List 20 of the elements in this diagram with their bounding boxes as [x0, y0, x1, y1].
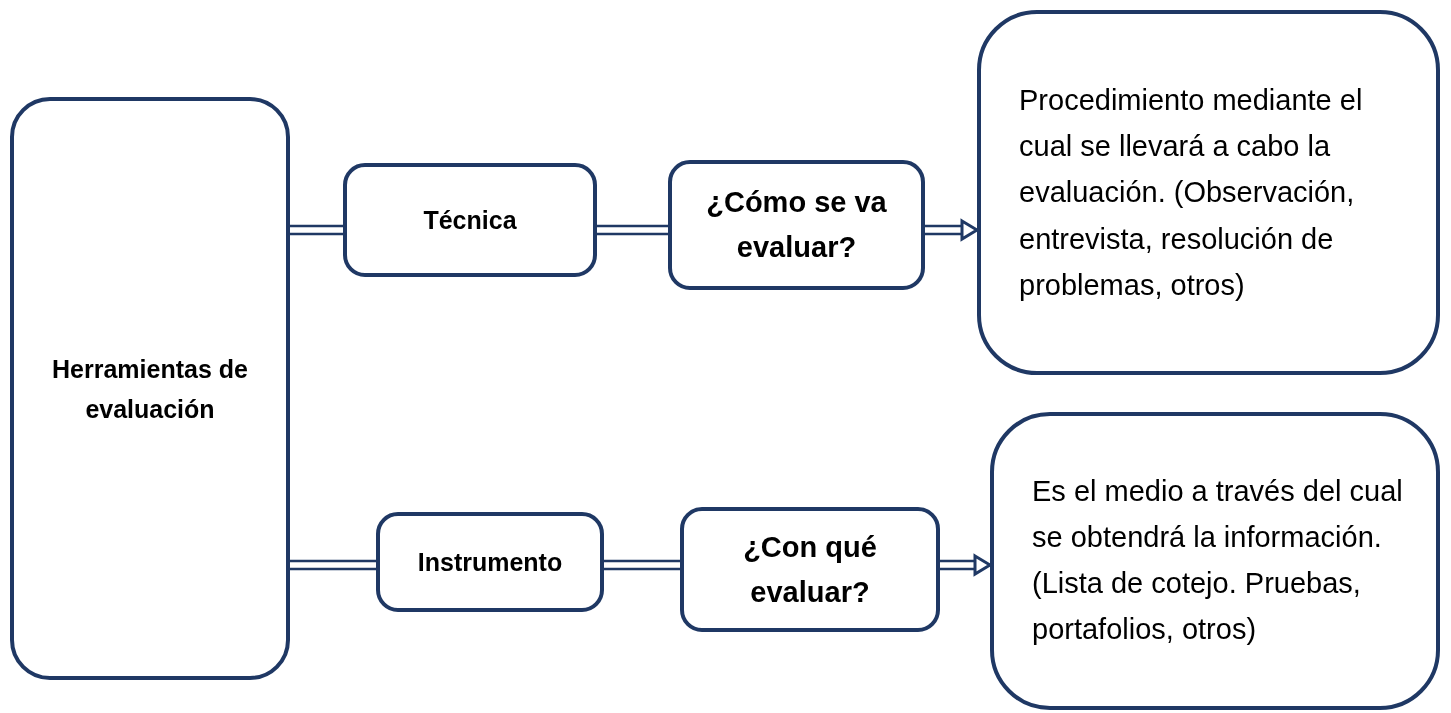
- description-text: Es el medio a través del cual se obtendrá la información. (Lista de cotejo. Pruebas, portafolios, otros): [1032, 474, 1404, 647]
- double-arrow: [923, 219, 979, 241]
- rounded-box: [680, 507, 940, 632]
- double-line: [595, 224, 670, 236]
- rounded-box: [977, 10, 1440, 375]
- rounded-box: [10, 97, 290, 680]
- description-text: Procedimiento mediante el cual se llevará a cabo la evaluación. (Observación, entrevista, resolución de problemas, otros): [1019, 82, 1364, 304]
- double-line: [288, 224, 345, 236]
- rounded-box: [990, 412, 1440, 710]
- double-arrow: [938, 554, 992, 576]
- box-label: ¿Cómo se va evaluar?: [705, 185, 888, 265]
- rounded-box: [343, 163, 597, 277]
- double-line: [602, 559, 682, 571]
- box-label: Herramientas de evaluación: [51, 353, 249, 425]
- rounded-box: [376, 512, 604, 612]
- rounded-box: [668, 160, 925, 290]
- box-label: Técnica: [423, 204, 517, 236]
- double-line: [288, 559, 378, 571]
- box-label: ¿Con qué evaluar?: [742, 529, 878, 610]
- box-label: Instrumento: [417, 546, 563, 578]
